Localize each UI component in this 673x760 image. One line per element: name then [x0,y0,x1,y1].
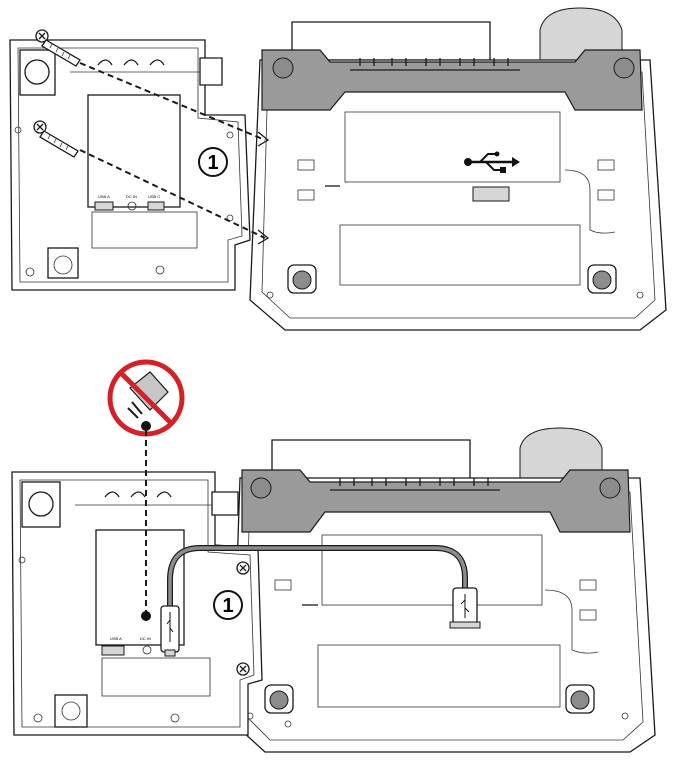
usb-icon [464,151,520,173]
svg-text:1: 1 [207,152,218,174]
step-callout-bottom: 1 [213,590,243,620]
port-label-usb-a: USB A [98,194,110,199]
screw-icon [33,120,79,158]
step-callout-top: 1 [198,147,228,177]
usb-a-connector-icon [449,587,481,629]
bottom-panel: USB A DC IN [11,359,656,753]
port-label-dc-in-bottom: DC IN [140,636,151,641]
port-label-usb-a-bottom: USB A [110,636,122,641]
top-panel: USB A DC IN USB C [9,7,667,331]
usb-port [472,186,510,202]
recess [344,111,561,183]
expansion-module-bottom: USB A DC IN [11,471,263,736]
port-label-usb-c: USB C [148,194,160,199]
phone-base-bottom [231,427,656,753]
no-power-adapter-icon [107,359,185,437]
usb-cable [160,545,481,657]
svg-text:1: 1 [222,595,233,617]
expansion-module-top: USB A DC IN USB C [9,39,251,291]
port-label-dc-in: DC IN [126,194,137,199]
screw-icon [35,29,81,67]
phone-base-top [249,7,667,331]
usb-c-connector-icon [160,605,180,657]
module-panel [87,94,181,208]
handset-cradle [539,7,623,61]
stand-bar [261,49,643,111]
base-body [249,59,667,331]
